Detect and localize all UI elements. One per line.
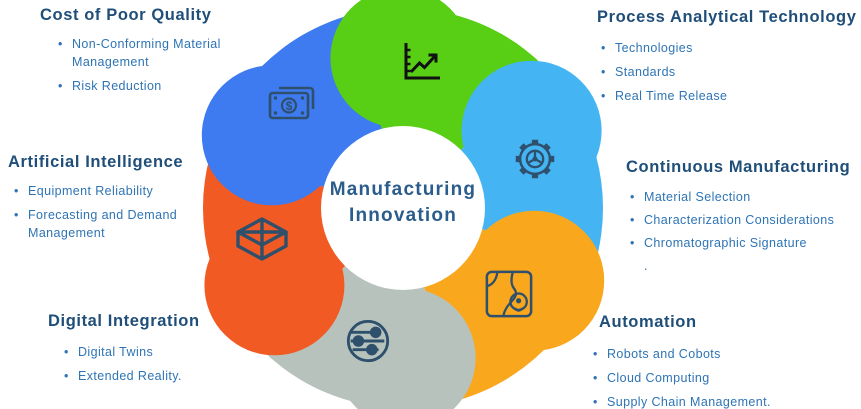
bullet-item: Robots and Cobots <box>591 345 826 363</box>
segment-head-patch-process-analytical-technology <box>330 0 471 128</box>
section-title: Automation <box>599 313 697 331</box>
section-title: Process Analytical Technology <box>597 8 857 26</box>
bullet-item: Standards <box>599 63 839 81</box>
map-navigation-icon <box>484 269 534 319</box>
segment-head-continuous-manufacturing <box>461 60 602 201</box>
section-digital-integration: Digital Integration Digital Twins Extend… <box>48 312 242 391</box>
bullet-item: Digital Twins <box>62 343 242 361</box>
line-chart-icon <box>397 39 443 85</box>
bullet-list: Robots and Cobots Cloud Computing Supply… <box>591 345 826 409</box>
bullet-item: Chromatographic Signature <box>628 234 861 252</box>
center-label-line1: Manufacturing <box>329 179 477 200</box>
section-artificial-intelligence: Artificial Intelligence Equipment Reliab… <box>8 153 207 248</box>
bullet-list: Non-Conforming Material Management Risk … <box>56 35 231 95</box>
wheel-hub <box>321 126 485 290</box>
bullet-item: Technologies <box>599 39 839 57</box>
bullet-list: Material Selection Characterization Cons… <box>628 188 861 275</box>
bullet-item: Forecasting and Demand Management <box>12 206 207 242</box>
bullet-item: Extended Reality. <box>62 367 242 385</box>
circuit-nodes-icon <box>344 317 392 365</box>
bullet-item: Real Time Release <box>599 87 839 105</box>
section-title: Cost of Poor Quality <box>40 6 212 24</box>
center-label-line2: Innovation <box>348 205 458 226</box>
section-cost-of-poor-quality: Cost of Poor Quality Non-Conforming Mate… <box>40 6 231 101</box>
wheel-center-label: Manufacturing Innovation <box>303 177 503 229</box>
bullet-list: Technologies Standards Real Time Release <box>599 39 839 105</box>
bullet-item: Cloud Computing <box>591 369 826 387</box>
stray-period: . <box>644 259 648 273</box>
dollar-sign: $ <box>286 99 293 113</box>
bullet-item: Characterization Considerations <box>628 211 861 229</box>
bullet-item: Supply Chain Management. <box>591 393 826 409</box>
section-title: Artificial Intelligence <box>8 153 184 171</box>
section-continuous-manufacturing: Continuous Manufacturing Material Select… <box>626 158 861 280</box>
section-title: Digital Integration <box>48 312 200 330</box>
bullet-item: Equipment Reliability <box>12 182 207 200</box>
section-process-analytical-technology: Process Analytical Technology Technologi… <box>597 8 856 111</box>
bullet-item: Material Selection <box>628 188 861 206</box>
section-title: Continuous Manufacturing <box>626 158 851 176</box>
gear-icon <box>510 134 560 184</box>
cube-3d-icon <box>233 216 291 268</box>
segment-head-artificial-intelligence <box>204 215 345 356</box>
money-icon: $ <box>266 80 320 124</box>
bullet-item: Non-Conforming Material Management <box>56 35 231 71</box>
bullet-list: Digital Twins Extended Reality. <box>62 343 242 385</box>
segment-head-digital-integration <box>335 288 476 409</box>
bullet-item: Risk Reduction <box>56 77 231 95</box>
bullet-list: Equipment Reliability Forecasting and De… <box>12 182 207 242</box>
section-automation: Automation Robots and Cobots Cloud Compu… <box>593 313 826 409</box>
